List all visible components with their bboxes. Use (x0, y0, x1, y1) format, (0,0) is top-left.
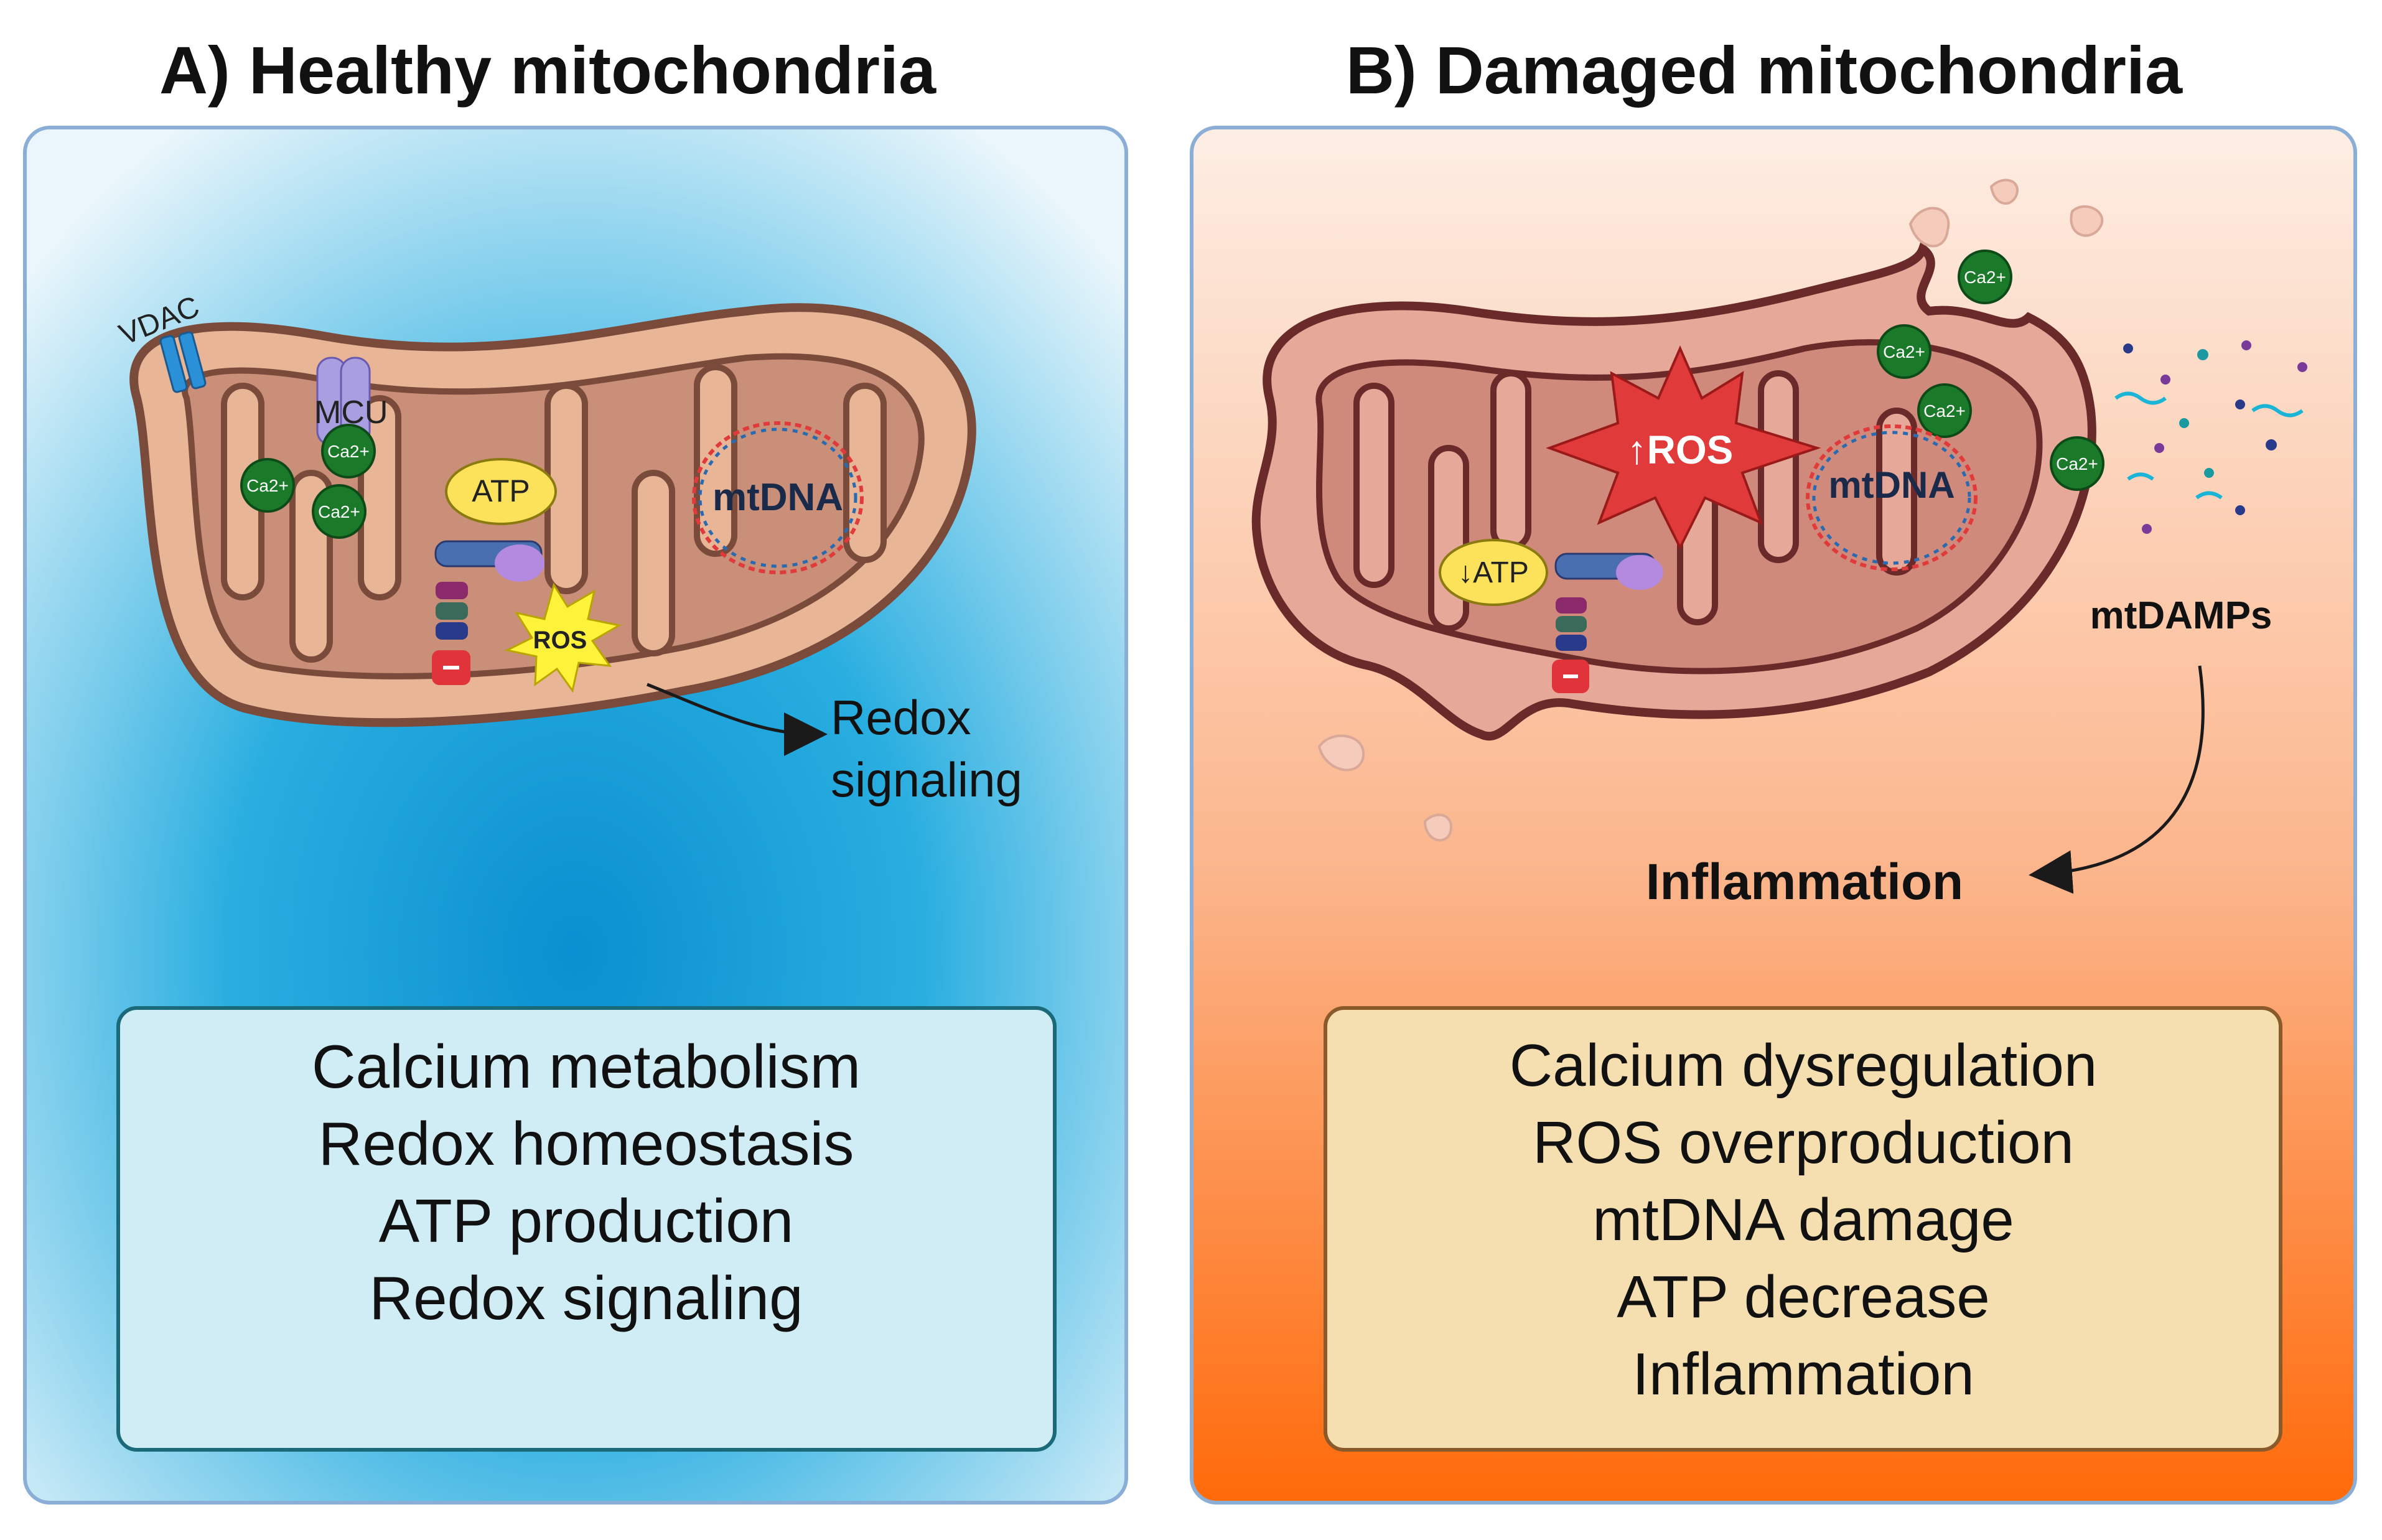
calcium-ion-b4: Ca2+ (2050, 436, 2104, 491)
panel-b-summary-1: Calcium dysregulation (1510, 1032, 2097, 1099)
damaged-mitochondrion: Ca2+ Ca2+ Ca2+ Ca2+ ↑ROS (1251, 179, 2307, 842)
panel-b: B) Damaged mitochondria (1190, 32, 2357, 1505)
atp-badge-b: ↓ATP (1439, 539, 1548, 606)
svg-text:Ca2+: Ca2+ (246, 476, 289, 495)
ros-burst-a: ROS (504, 582, 622, 693)
inflammation-label: Inflammation (1646, 854, 1963, 910)
atp-badge-a: ATP (445, 458, 557, 525)
panel-a-summary-2: Redox homeostasis (319, 1109, 854, 1178)
panel-b-summary-box (1324, 1006, 2282, 1452)
membrane-fragments (1317, 179, 2104, 842)
electron-transport-chain-b (1552, 597, 1589, 693)
panel-b-title: B) Damaged mitochondria (1346, 32, 2183, 108)
panel-a-summary-4: Redox signaling (369, 1264, 803, 1332)
svg-text:Ca2+: Ca2+ (1964, 268, 2006, 287)
ros-burst-b: ↑ROS (1546, 345, 1821, 551)
panel-a-summary-box (116, 1006, 1057, 1452)
mcu-channel (316, 357, 371, 446)
calcium-ion-b1: Ca2+ (1958, 250, 2012, 304)
mtdamps-label: mtDAMPs (2090, 594, 2272, 637)
panel-a: A) Healthy mitochondria VDAC (23, 32, 1128, 1505)
panel-a-summary-3: ATP production (379, 1187, 793, 1255)
svg-text:↓ATP: ↓ATP (1458, 556, 1529, 589)
svg-text:Ca2+: Ca2+ (318, 502, 360, 521)
mtdna-a: mtDNA (692, 421, 864, 574)
svg-text:Ca2+: Ca2+ (1883, 342, 1925, 362)
panel-b-summary-2: ROS overproduction (1533, 1109, 2074, 1176)
calcium-ion-a2: Ca2+ (321, 424, 376, 478)
svg-text:ATP: ATP (472, 474, 530, 508)
svg-text:mtDNA: mtDNA (712, 476, 843, 519)
calcium-ion-a3: Ca2+ (312, 484, 367, 539)
calcium-ion-b2: Ca2+ (1877, 324, 1931, 379)
svg-text:Ca2+: Ca2+ (327, 442, 370, 461)
svg-text:mtDNA: mtDNA (1828, 464, 1955, 506)
svg-text:↑ROS: ↑ROS (1627, 427, 1734, 472)
svg-text:Ca2+: Ca2+ (1923, 401, 1966, 421)
redox-arrow (647, 683, 828, 756)
mtdna-b: mtDNA (1806, 424, 1978, 571)
panel-a-title: A) Healthy mitochondria (159, 32, 936, 108)
redox-label-line1: Redox (831, 690, 971, 745)
calcium-ion-a1: Ca2+ (240, 458, 295, 513)
calcium-ion-b3: Ca2+ (1917, 383, 1972, 438)
vdac-channel (159, 331, 207, 393)
healthy-mitochondrion: VDAC MCU Ca2+ Ca2+ Ca2+ (114, 290, 976, 727)
panel-b-summary-4: ATP decrease (1617, 1264, 1989, 1330)
atp-synthase-b (1554, 553, 1663, 590)
svg-text:ROS: ROS (533, 627, 587, 654)
panel-a-summary-1: Calcium metabolism (312, 1032, 861, 1101)
svg-text:Ca2+: Ca2+ (2056, 454, 2098, 474)
redox-label-line2: signaling (831, 752, 1022, 807)
mtdamps-particles (2114, 340, 2307, 534)
inflammation-arrow (2029, 665, 2205, 894)
panel-b-summary-3: mtDNA damage (1592, 1187, 2014, 1253)
cristae (221, 364, 887, 663)
electron-transport-chain (432, 582, 470, 685)
panel-b-summary-5: Inflammation (1632, 1341, 1974, 1407)
atp-synthase (434, 540, 544, 582)
